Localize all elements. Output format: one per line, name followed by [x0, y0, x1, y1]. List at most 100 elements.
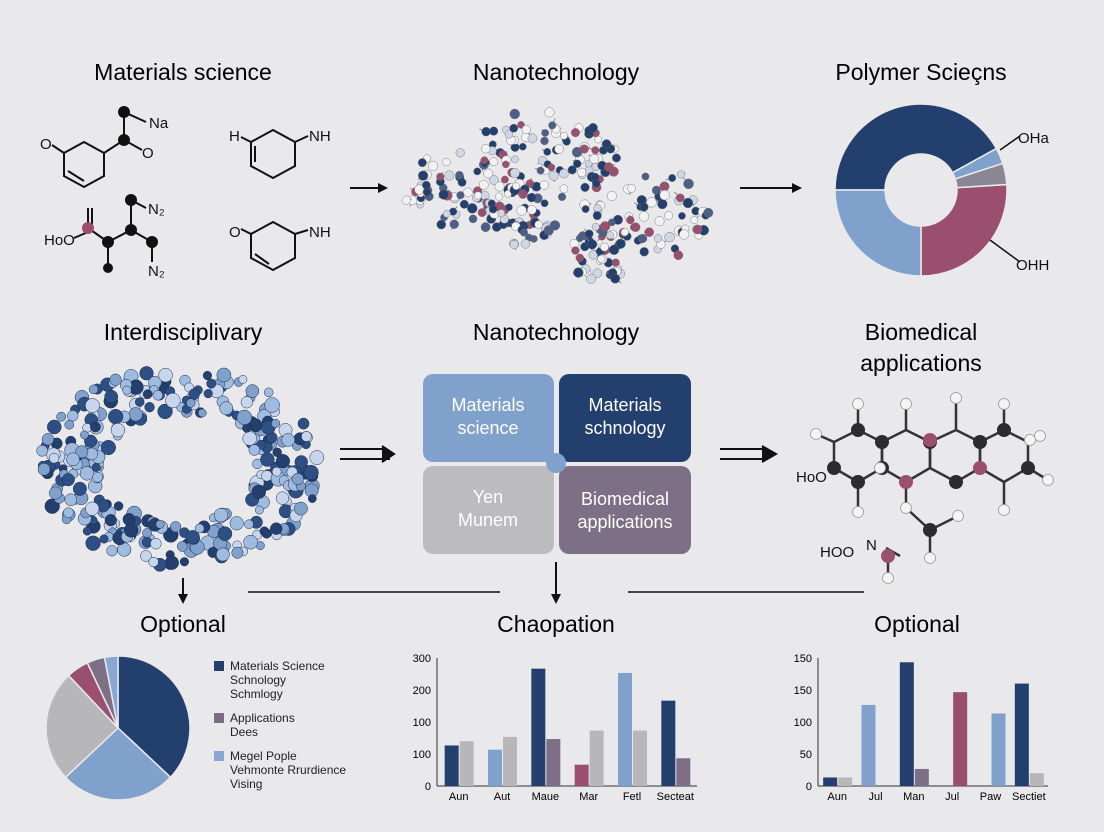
- bar-mar-1: [589, 730, 604, 786]
- nanoparticle-atom: [606, 190, 617, 201]
- nanoparticle-atom: [575, 253, 584, 263]
- x-tick-label: Mar: [579, 791, 598, 803]
- nanoparticle-atom: [521, 124, 531, 135]
- ring-atom: [229, 516, 244, 531]
- ring-atom: [109, 373, 122, 386]
- q1-line2: science: [457, 418, 518, 438]
- bar-secteat-1: [676, 758, 691, 786]
- ring-atom: [150, 537, 162, 550]
- nanoparticle-atom: [455, 170, 464, 180]
- bio-atom-carbon: [997, 423, 1011, 437]
- ring-atom: [216, 367, 232, 383]
- nanoparticle-atom: [494, 181, 505, 192]
- ring-atom: [242, 423, 252, 433]
- quadrant-tile-4[interactable]: [559, 466, 691, 554]
- pie-slice-2: [45, 674, 120, 779]
- title-optional-left: Optional: [140, 611, 226, 637]
- ring-atom: [140, 550, 152, 562]
- ring-atom: [37, 462, 51, 476]
- nanoparticle-atom: [668, 174, 677, 182]
- legend-label: Dees: [230, 725, 258, 739]
- nanoparticle-atom: [527, 133, 538, 144]
- quadrant-tile-2[interactable]: [559, 374, 691, 462]
- nanoparticle-atom: [682, 197, 694, 209]
- nanoparticle-atom: [455, 148, 465, 158]
- nanoparticle-atom: [543, 148, 551, 156]
- bio-atom-hydrogen: [852, 398, 864, 410]
- ring-atom: [47, 419, 62, 435]
- nanoparticle-atom: [675, 193, 685, 203]
- q2-line2: schnology: [584, 418, 665, 438]
- ring-atom: [213, 508, 229, 523]
- ring-atom: [123, 522, 139, 538]
- nanoparticle-atom: [497, 209, 506, 217]
- ring-atom: [203, 389, 213, 399]
- chem-label-h: H: [229, 128, 240, 145]
- ring-atom: [291, 472, 304, 486]
- ring-atom: [56, 411, 67, 422]
- ring-atom: [85, 535, 101, 551]
- nanoparticle-atom: [489, 175, 499, 185]
- bio-atom-hydrogen: [1042, 474, 1054, 486]
- nanoparticle-atom: [659, 181, 670, 192]
- x-tick-label: Jul: [945, 791, 959, 803]
- bio-atom-hydrogen: [810, 428, 822, 440]
- chem-label-hoo: HoO: [44, 232, 75, 249]
- ring-atom: [261, 528, 272, 539]
- bio-atom-hydrogen: [874, 462, 886, 474]
- benzene-ring-b: [250, 128, 296, 180]
- nanoparticle-atom: [664, 232, 675, 243]
- ring-atom: [139, 366, 154, 381]
- ring-atom: [297, 417, 310, 430]
- q1-line1: Materials: [451, 395, 524, 415]
- legend-label: Megel Pople: [230, 749, 297, 763]
- ring-atom: [122, 385, 132, 395]
- nanoparticle-atom: [581, 205, 590, 213]
- q3-line2: Munem: [458, 510, 518, 530]
- nanoparticle-atom: [600, 242, 609, 252]
- bio-atom-carbon: [827, 461, 841, 475]
- ring-atom: [215, 547, 230, 562]
- bio-atom-nitrogen: [973, 461, 987, 475]
- donut-callout-top: [999, 135, 1021, 151]
- nanoparticle-atom: [518, 189, 528, 199]
- double-arrow-mid-1: [340, 445, 396, 463]
- ring-atom: [110, 422, 126, 438]
- title-optional-right: Optional: [874, 611, 960, 637]
- bar-paw-1: [991, 713, 1006, 786]
- nanoparticle-atom: [664, 211, 673, 221]
- nanoparticle-atom: [517, 121, 525, 129]
- nanoparticle-atom: [571, 128, 580, 138]
- ring-atom: [165, 392, 181, 409]
- chem-label-nh-top: NH: [309, 128, 331, 145]
- bio-atom-hydrogen: [924, 552, 936, 564]
- nanoparticle-atom: [654, 234, 663, 243]
- ring-atom: [67, 410, 79, 422]
- ring-atom: [157, 403, 173, 420]
- quadrant-tile-3[interactable]: [423, 466, 554, 554]
- bar-secteat-0: [661, 700, 676, 786]
- x-tick-label: Sectiet: [1012, 791, 1046, 803]
- ring-atom: [142, 528, 152, 538]
- donut-label-oha: OHa: [1018, 130, 1050, 147]
- nanoparticle-atom: [483, 168, 494, 179]
- chem-label-o-right: O: [142, 145, 154, 162]
- quadrant-tile-1[interactable]: [423, 374, 554, 462]
- nanoparticle-atom: [449, 219, 459, 229]
- nanoparticle-atom: [673, 250, 684, 260]
- pie-slice-0: [117, 655, 191, 779]
- bar-sectiet-0: [1014, 683, 1029, 786]
- chem-label-n2-bottom: N₂: [148, 263, 165, 280]
- nanoparticle-atom: [530, 235, 538, 243]
- bio-atom-carbon: [973, 435, 987, 449]
- bio-atom-hydrogen: [852, 506, 864, 518]
- nanoparticle-atom: [468, 214, 478, 224]
- legend-swatch-1: [214, 713, 224, 723]
- ring-atom: [177, 541, 188, 552]
- nanoparticle-atom: [559, 184, 569, 194]
- bio-label-hoo: HoO: [796, 469, 827, 486]
- ring-atom: [238, 375, 248, 384]
- nanoparticle-atom: [540, 199, 549, 208]
- x-tick-label: Fetl: [623, 791, 641, 803]
- legend-swatch-2: [214, 751, 224, 761]
